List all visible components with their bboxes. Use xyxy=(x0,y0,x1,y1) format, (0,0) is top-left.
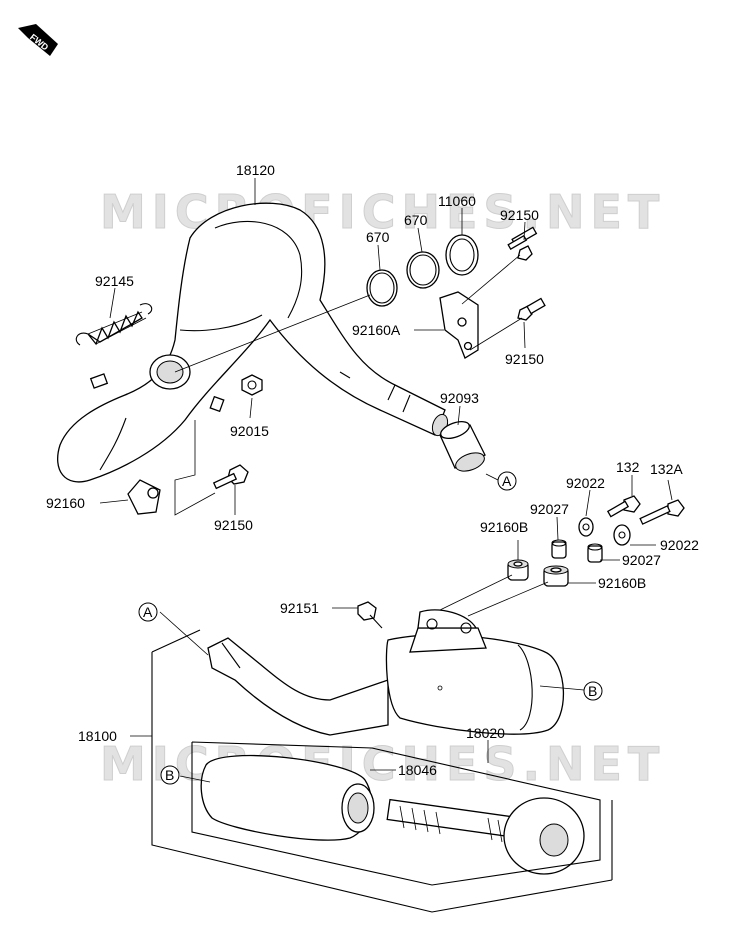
callout-b-lower: B xyxy=(160,765,180,785)
bolt-92150-a xyxy=(507,226,538,261)
label-132A: 132A xyxy=(650,461,683,477)
label-18020: 18020 xyxy=(466,725,505,741)
label-18046: 18046 xyxy=(398,762,437,778)
svg-text:B: B xyxy=(588,683,597,699)
collar-92027-b xyxy=(587,543,603,563)
label-92150-a: 92150 xyxy=(500,207,539,223)
label-92022-b: 92022 xyxy=(660,537,699,553)
bolt-92150-b xyxy=(517,297,546,321)
label-92160B-b: 92160B xyxy=(598,575,646,591)
sleeve-92093 xyxy=(439,421,486,472)
bolt-92150-c xyxy=(212,464,249,490)
perforated-tube xyxy=(386,798,512,843)
assembly-frame-18020 xyxy=(191,741,601,886)
grommet-92160B-b xyxy=(543,565,569,587)
label-18120: 18120 xyxy=(236,162,275,178)
label-92022-a: 92022 xyxy=(566,475,605,491)
spring-92145 xyxy=(75,303,153,346)
label-92151: 92151 xyxy=(280,600,319,616)
label-670-a: 670 xyxy=(366,229,390,245)
callout-a-upper: A xyxy=(497,471,517,491)
end-cap xyxy=(503,797,585,875)
washer-92022-b xyxy=(613,524,631,546)
label-670-b: 670 xyxy=(404,212,428,228)
nut-92015 xyxy=(241,374,263,396)
bolt-132 xyxy=(606,495,641,518)
label-92027-b: 92027 xyxy=(622,552,661,568)
label-92160B-a: 92160B xyxy=(480,519,528,535)
o-ring-670-a xyxy=(366,269,398,307)
bolt-132A xyxy=(639,499,685,525)
muffler-18100 xyxy=(207,609,565,736)
label-92027-a: 92027 xyxy=(530,501,569,517)
bracket-92160A xyxy=(439,291,479,359)
label-92150-c: 92150 xyxy=(214,517,253,533)
bolt-92151 xyxy=(357,601,383,629)
grommet-92160B-a xyxy=(507,559,529,581)
bracket-92160 xyxy=(127,479,161,515)
svg-text:A: A xyxy=(502,473,512,489)
svg-text:B: B xyxy=(165,767,174,783)
gasket-11060 xyxy=(445,234,479,276)
label-92160A: 92160A xyxy=(352,322,401,338)
label-11060: 11060 xyxy=(438,193,476,209)
label-132: 132 xyxy=(616,459,640,475)
label-92145: 92145 xyxy=(95,273,134,289)
callout-a-lower: A xyxy=(138,602,158,622)
label-92093: 92093 xyxy=(440,390,479,406)
watermark-top: MICROFICHES.NET xyxy=(100,185,665,239)
exhaust-pipe-18120 xyxy=(57,202,449,483)
label-18100: 18100 xyxy=(78,728,117,744)
label-92150-b: 92150 xyxy=(505,351,544,367)
callout-b-upper: B xyxy=(583,681,603,701)
o-ring-670-b xyxy=(406,251,440,289)
collar-92027-a xyxy=(551,539,567,559)
label-92015: 92015 xyxy=(230,423,269,439)
washer-92022-a xyxy=(578,517,594,537)
assembly-frame-18100 xyxy=(151,629,613,913)
fwd-arrow-icon: FWD xyxy=(18,24,58,56)
label-92160: 92160 xyxy=(46,495,85,511)
leader-lines xyxy=(99,178,673,783)
svg-text:A: A xyxy=(143,604,153,620)
silencer-18020 xyxy=(200,754,375,841)
watermark-bottom: MICROFICHES.NET xyxy=(100,737,665,791)
